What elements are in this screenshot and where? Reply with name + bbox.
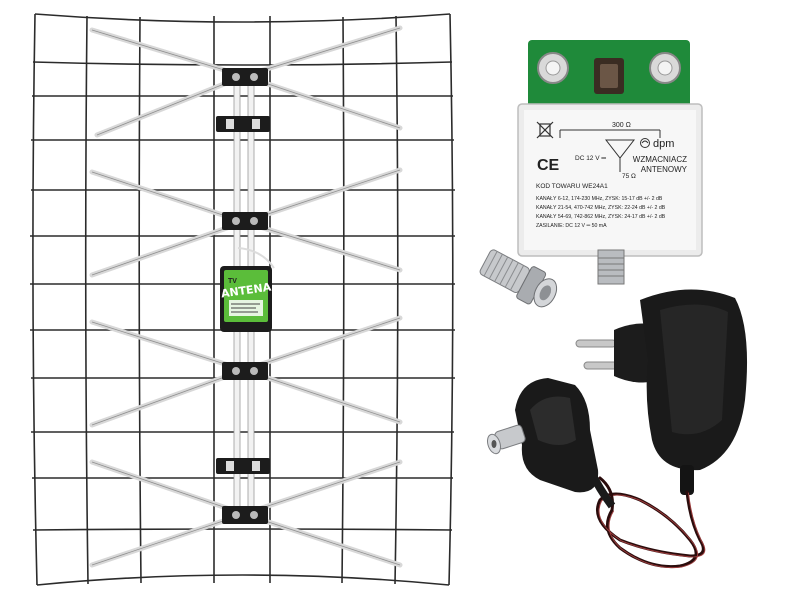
impedance-top: 300 Ω <box>612 122 631 129</box>
power-adapter <box>575 289 748 495</box>
angled-coax-plug <box>487 378 616 509</box>
plug-pin-lower <box>583 361 619 370</box>
f-connector-plug <box>479 249 558 308</box>
spec-line-2: KANAŁY 21-54, 470-742 MHz, ZYSK: 22-24 d… <box>536 205 666 211</box>
antenna: TV ANTENA <box>30 13 455 586</box>
ce-mark: CE <box>537 157 560 174</box>
plug-pin-upper <box>575 339 617 348</box>
impedance-bottom: 75 Ω <box>622 173 636 180</box>
antenna-amplifier-module: 300 Ω dpm WZMACNIACZ ANTENOWY CE DC 12 V… <box>517 40 703 285</box>
power-cable <box>596 476 706 569</box>
brand-text: dpm <box>653 138 674 150</box>
dc-voltage: DC 12 V ═ <box>575 155 606 162</box>
antenna-clamps <box>216 68 270 524</box>
product-code: KOD TOWARU WE24A1 <box>536 183 608 190</box>
weee-bin-icon <box>536 121 554 139</box>
power-spec: ZASILANIE: DC 12 V ═ 50 mA <box>536 223 607 229</box>
spec-line-3: KANAŁY 54-69, 742-862 MHz, ZYSK: 24-17 d… <box>536 214 666 220</box>
antenna-amplifier-box: TV ANTENA <box>220 247 275 332</box>
spec-line-1: KANAŁY 6-12, 174-230 MHz, ZYSK: 15-17 dB… <box>536 196 663 202</box>
dpm-logo: dpm <box>640 138 674 150</box>
antenna-label-top: TV <box>228 278 237 285</box>
amplifier-title-line1: WZMACNIACZ <box>633 155 687 164</box>
amplifier-title-line2: ANTENOWY <box>641 165 688 174</box>
schematic-diagram <box>559 129 661 172</box>
f-connector-socket <box>597 249 625 285</box>
